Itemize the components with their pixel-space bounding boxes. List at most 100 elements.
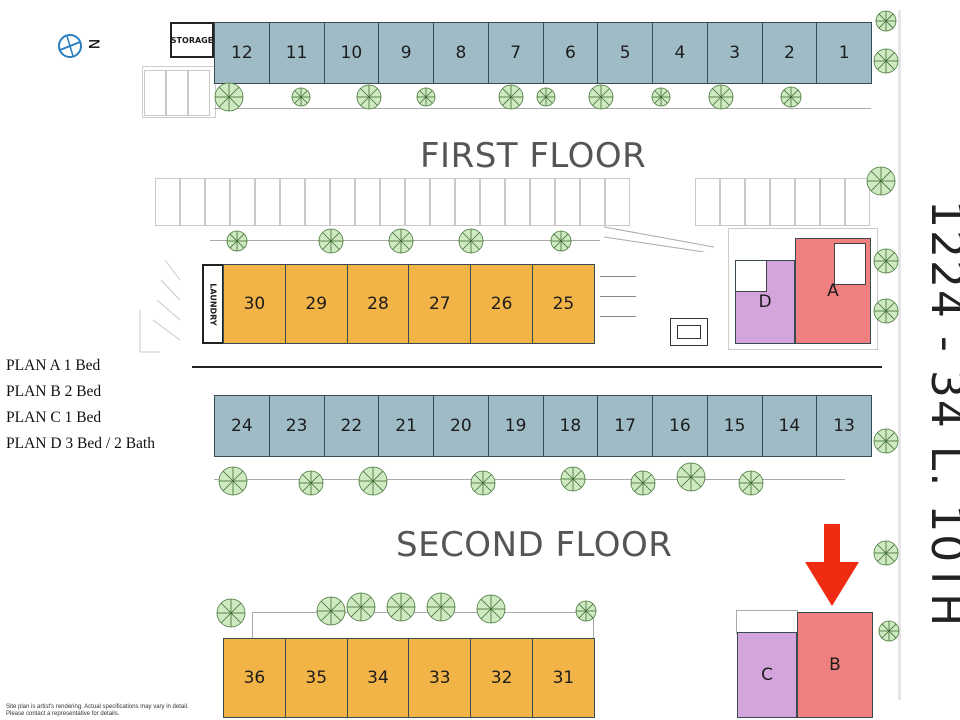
unit-number: 16 <box>669 416 691 436</box>
unit-13[interactable]: 13 <box>816 395 872 457</box>
unit-number: 17 <box>614 416 636 436</box>
unit-number: 25 <box>552 294 575 314</box>
arrow-down-icon <box>805 524 859 606</box>
plan-unit-d-first[interactable]: D <box>735 260 795 344</box>
unit-6[interactable]: 6 <box>542 22 599 84</box>
unit-number: 26 <box>490 294 513 314</box>
plan-unit-c-second[interactable]: C <box>737 632 797 718</box>
unit-number: 22 <box>340 416 363 436</box>
unit-18[interactable]: 18 <box>542 395 599 457</box>
unit-31[interactable]: 31 <box>532 638 595 718</box>
unit-16[interactable]: 16 <box>652 395 708 457</box>
parking-stall <box>580 178 605 226</box>
unit-29[interactable]: 29 <box>284 264 348 344</box>
tree-icon <box>216 598 246 628</box>
unit-number: 4 <box>674 43 686 63</box>
unit-number: 21 <box>395 416 417 436</box>
plan-unit-b-second[interactable]: B <box>797 612 873 718</box>
parking-stall <box>505 178 530 226</box>
unit-23[interactable]: 23 <box>268 395 325 457</box>
tree-icon <box>875 10 897 32</box>
unit-number: 23 <box>285 416 308 436</box>
parking-stall <box>770 178 795 226</box>
first-floor-middle-row: 30 29 28 27 26 25 <box>223 264 595 344</box>
mail-kiosk <box>670 318 708 346</box>
unit-34[interactable]: 34 <box>346 638 410 718</box>
unit-number: 18 <box>559 416 582 436</box>
unit-1[interactable]: 1 <box>816 22 872 84</box>
parking-stall <box>430 178 455 226</box>
unit-32[interactable]: 32 <box>470 638 533 718</box>
unit-9[interactable]: 9 <box>378 22 434 84</box>
unit-27[interactable]: 27 <box>408 264 472 344</box>
unit-21[interactable]: 21 <box>378 395 434 457</box>
parking-stall <box>280 178 305 226</box>
unit-30[interactable]: 30 <box>223 264 286 344</box>
unit-20[interactable]: 20 <box>433 395 489 457</box>
walkway-top <box>214 84 871 109</box>
parking-stall <box>255 178 280 226</box>
parking-stall <box>695 178 720 226</box>
unit-number: 12 <box>231 43 253 63</box>
unit-number: 32 <box>490 668 513 688</box>
unit-2[interactable]: 2 <box>761 22 818 84</box>
unit-number: 7 <box>510 43 522 63</box>
unit-11[interactable]: 11 <box>268 22 325 84</box>
parking-stalls-left <box>135 255 205 355</box>
unit-35[interactable]: 35 <box>284 638 348 718</box>
tree-icon <box>878 620 900 642</box>
unit-8[interactable]: 8 <box>433 22 489 84</box>
tree-icon <box>873 48 899 74</box>
unit-number: 29 <box>305 294 328 314</box>
unit-number: 10 <box>340 43 363 63</box>
parking-stall <box>745 178 770 226</box>
parking-stall <box>555 178 580 226</box>
unit-36[interactable]: 36 <box>223 638 286 718</box>
second-floor-title: SECOND FLOOR <box>396 525 673 565</box>
ramp <box>603 222 715 253</box>
disclaimer-line-2: Please contact a representative for deta… <box>6 711 120 717</box>
unit-10[interactable]: 10 <box>323 22 380 84</box>
plan-unit-a-first[interactable]: A <box>795 238 871 344</box>
unit-14[interactable]: 14 <box>761 395 818 457</box>
parking-stall <box>405 178 430 226</box>
unit-7[interactable]: 7 <box>487 22 544 84</box>
unit-24[interactable]: 24 <box>214 395 270 457</box>
unit-number: 30 <box>243 294 266 314</box>
parking-stall <box>845 178 870 226</box>
unit-4[interactable]: 4 <box>652 22 708 84</box>
parking-stall <box>305 178 330 226</box>
unit-28[interactable]: 28 <box>346 264 410 344</box>
floor-divider <box>192 366 882 368</box>
parking-stall <box>380 178 405 226</box>
compass: N <box>50 30 110 62</box>
legend-plan-d: PLAN D 3 Bed / 2 Bath <box>6 435 155 452</box>
unit-5[interactable]: 5 <box>597 22 653 84</box>
parking-stall <box>480 178 505 226</box>
legend-plan-b: PLAN B 2 Bed <box>6 383 102 400</box>
unit-19[interactable]: 19 <box>487 395 544 457</box>
unit-3[interactable]: 3 <box>706 22 763 84</box>
unit-number: 14 <box>778 416 801 436</box>
tree-icon <box>873 540 899 566</box>
unit-22[interactable]: 22 <box>323 395 380 457</box>
unit-17[interactable]: 17 <box>597 395 653 457</box>
compass-icon <box>58 34 82 58</box>
unit-15[interactable]: 15 <box>706 395 763 457</box>
disclaimer-line-1: Site plan is artist's rendering. Actual … <box>6 704 189 710</box>
parking-stall <box>180 178 205 226</box>
parking-stall <box>455 178 480 226</box>
parking-stall <box>795 178 820 226</box>
unit-number: 31 <box>552 668 575 688</box>
unit-number: 3 <box>729 43 741 63</box>
parking-stall <box>605 178 630 226</box>
unit-number: 8 <box>455 43 467 63</box>
unit-33[interactable]: 33 <box>408 638 472 718</box>
unit-number: 27 <box>428 294 451 314</box>
north-label: N <box>85 38 102 50</box>
building-first-floor-da <box>728 228 878 350</box>
unit-26[interactable]: 26 <box>470 264 533 344</box>
unit-25[interactable]: 25 <box>532 264 595 344</box>
unit-12[interactable]: 12 <box>214 22 270 84</box>
